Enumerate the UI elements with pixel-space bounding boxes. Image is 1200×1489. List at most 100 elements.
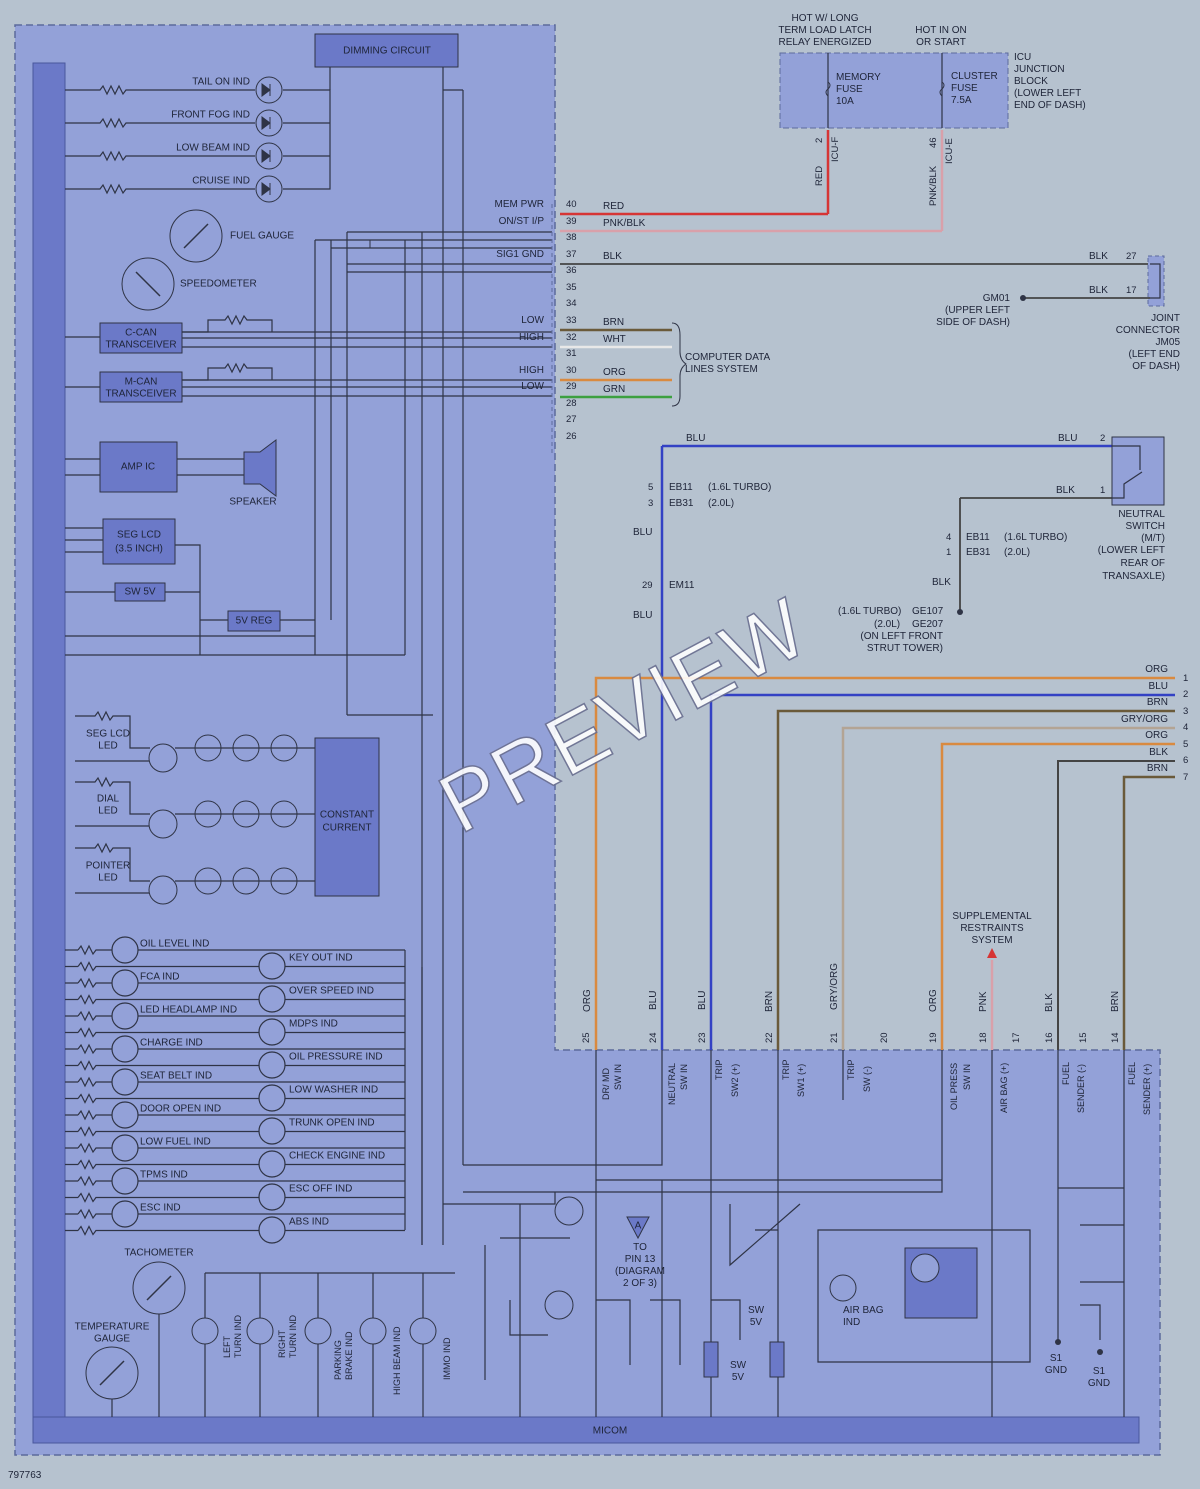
icu-title-4: (LOWER LEFT (1014, 88, 1081, 99)
wire-blk-pin16 (1057, 760, 1175, 1050)
wire-label-brn: BRN (603, 317, 624, 328)
neutral-pin-2: 2 (1100, 433, 1105, 444)
jc-blk-bottom: BLK (1089, 285, 1108, 296)
bc-pin-18: 18 (978, 1032, 989, 1043)
right-turn-ind-label-2: TURN IND (288, 1315, 298, 1358)
neutral-switch-label-5: REAR OF (1121, 558, 1165, 569)
joint-connector-label-2: CONNECTOR (1116, 325, 1180, 336)
pin-37: 37 (566, 249, 577, 260)
mem-pwr-label: MEM PWR (495, 199, 544, 210)
seg-lcd-label: SEG LCD (117, 530, 161, 541)
transistor-icon (148, 743, 178, 905)
m-can-label: M-CAN (125, 377, 158, 388)
rc-pin-7: 7 (1183, 772, 1188, 783)
led-icon (258, 952, 286, 980)
top-indicators: TAIL ON IND FRONT FOG IND LOW BEAM IND C… (171, 77, 250, 187)
rc-wire-brn-7: BRN (1147, 763, 1168, 774)
pointer-led-label: POINTER (86, 861, 130, 872)
bc-func-23-2: SW2 (+) (730, 1064, 740, 1097)
5v-reg-label: 5V REG (236, 616, 273, 627)
led-icon (258, 985, 286, 1013)
bc-wire-18: PNK (978, 991, 989, 1012)
wire-label-grn: GRN (603, 384, 625, 395)
led-icon (111, 1167, 139, 1195)
wire-blu-pin23 (709, 693, 1175, 1050)
bc-func-25-2: SW IN (613, 1064, 623, 1090)
fuse-icon (825, 81, 945, 97)
bc-func-25: DR/ MD (601, 1068, 611, 1100)
ge-blk-label: BLK (932, 577, 951, 588)
bc-func-21-2: SW (-) (862, 1066, 872, 1092)
rc-wire-brn-3: BRN (1147, 697, 1168, 708)
trunk-open-ind-label: TRUNK OPEN IND (289, 1118, 375, 1129)
led-icon (191, 1317, 437, 1345)
computer-data-label-2: LINES SYSTEM (685, 364, 758, 375)
ground-icon (1055, 1339, 1061, 1345)
bc-func-23: TRIP (714, 1059, 724, 1080)
eb11-turbo-1: (1.6L TURBO) (708, 482, 771, 493)
mcan-high-label: HIGH (519, 365, 544, 376)
ge-location-2: STRUT TOWER) (867, 643, 943, 654)
neutral-switch-label-3: (M/T) (1141, 533, 1165, 544)
joint-connector-label: JOINT (1151, 313, 1180, 324)
joint-connector-label-4: (LEFT END (1129, 349, 1181, 360)
right-turn-ind-label: RIGHT (277, 1330, 287, 1359)
pin-28: 28 (566, 398, 577, 409)
pin-31: 31 (566, 348, 577, 359)
sw-5v-label-a-2: 5V (750, 1317, 763, 1328)
constant-current-box (314, 737, 380, 897)
bc-pin-22: 22 (764, 1032, 775, 1043)
led-icon (111, 1002, 139, 1030)
led-icon (255, 76, 283, 203)
ge107-label: GE107 (912, 606, 944, 617)
bc-func-14: FUEL (1127, 1062, 1137, 1085)
to-pin-label-4: 2 OF 3) (623, 1278, 657, 1289)
s1-gnd-label-b-2: GND (1088, 1378, 1110, 1389)
bc-wire-22: BRN (764, 991, 775, 1012)
fuse-icon (769, 1341, 785, 1378)
hot-long-term-label: HOT W/ LONG (791, 13, 858, 24)
bc-pin-21: 21 (829, 1032, 840, 1043)
seg-lcd-box (102, 518, 176, 565)
led-icon (258, 1018, 286, 1046)
s1-gnd-label-a-2: GND (1045, 1365, 1067, 1376)
cluster-fuse-label: CLUSTER (951, 71, 998, 82)
sw-5v-label-b-2: 5V (732, 1372, 745, 1383)
bc-func-18: AIR BAG (+) (999, 1063, 1009, 1113)
left-turn-ind-label: LEFT (222, 1335, 232, 1358)
wire-blk-neutral (959, 497, 1112, 610)
rc-wire-blu-2: BLU (1149, 681, 1168, 692)
rc-pin-1: 1 (1183, 673, 1188, 684)
key-out-ind-label: KEY OUT IND (289, 953, 353, 964)
rc-wire-org-5: ORG (1145, 730, 1168, 741)
led-headlamp-ind-label: LED HEADLAMP IND (140, 1005, 237, 1016)
ge207-label: GE207 (912, 619, 944, 630)
pin-29: 29 (566, 381, 577, 392)
srs-label-3: SYSTEM (971, 935, 1012, 946)
right-connector-wires (594, 676, 1175, 1050)
tachometer-label: TACHOMETER (124, 1248, 193, 1259)
bc-pin-23: 23 (697, 1032, 708, 1043)
5v-reg-box (227, 610, 281, 632)
parking-brake-ind-label-2: BRAKE IND (344, 1331, 354, 1380)
led-icon (111, 1101, 139, 1129)
led-icon (258, 1183, 286, 1211)
sw-5v-label-b: SW (730, 1360, 747, 1371)
bc-func-21: TRIP (846, 1059, 856, 1080)
check-engine-ind-label: CHECK ENGINE IND (289, 1151, 385, 1162)
bc-wire-21: GRY/ORG (829, 963, 840, 1010)
front-fog-ind-label: FRONT FOG IND (171, 110, 250, 121)
wire-label-wht: WHT (603, 334, 626, 345)
low-washer-ind-label: LOW WASHER IND (289, 1085, 378, 1096)
rc-pin-4: 4 (1183, 722, 1188, 733)
rc-pin-5: 5 (1183, 739, 1188, 750)
esc-off-ind-label: ESC OFF IND (289, 1184, 352, 1195)
icu-title: ICU (1014, 52, 1031, 63)
ground-icon (957, 609, 963, 615)
bc-pin-15: 15 (1078, 1032, 1089, 1043)
tpms-ind-label: TPMS IND (140, 1170, 188, 1181)
jc-pin-17: 17 (1126, 285, 1137, 296)
pin-27: 27 (566, 414, 577, 425)
bc-pin-17: 17 (1011, 1032, 1022, 1043)
